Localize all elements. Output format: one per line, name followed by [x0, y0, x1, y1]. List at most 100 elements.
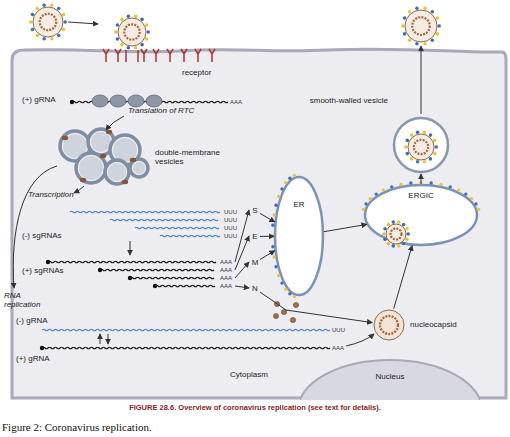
- spike-protein: [431, 38, 435, 42]
- ribosome: [128, 95, 144, 107]
- membrane-protein: [271, 224, 274, 227]
- flow-connector: [260, 213, 275, 222]
- spike-protein: [127, 14, 131, 18]
- spike-protein: [116, 23, 120, 27]
- membrane-protein: [284, 181, 287, 184]
- flow-arrow: [235, 210, 249, 262]
- spike-protein: [433, 139, 437, 143]
- node-label: nucleocapsid: [410, 320, 457, 329]
- poly-u-tail: UUU: [224, 233, 237, 240]
- spike-protein: [408, 10, 412, 14]
- flow-arrow: [106, 116, 124, 130]
- process-label: Translation of RTC: [128, 106, 194, 115]
- cap-dot: [98, 268, 102, 272]
- spike-protein: [406, 139, 410, 143]
- receptor-symbol: [167, 49, 173, 62]
- spike-protein: [35, 7, 39, 11]
- spike-protein: [42, 37, 46, 41]
- rtc-complex: [130, 158, 136, 162]
- flow-arrow: [421, 46, 422, 114]
- spike-protein: [431, 10, 435, 14]
- membrane-protein: [374, 192, 377, 195]
- poly-u-tail: UUU: [224, 209, 237, 216]
- negative-sgrna: [70, 211, 220, 213]
- spike-protein: [397, 220, 401, 224]
- polya-tail: AAA: [220, 267, 232, 274]
- flow-connector: [394, 246, 412, 309]
- membrane-protein: [277, 274, 280, 277]
- vesicle-membrane: [394, 118, 448, 172]
- nucleocapsid-body: [374, 310, 404, 340]
- rtc-complex: [62, 136, 68, 140]
- membrane-protein: [399, 183, 402, 186]
- spike-protein: [114, 30, 118, 34]
- spike-protein: [423, 42, 427, 46]
- membrane-protein: [284, 288, 287, 291]
- virion-envelope: [408, 134, 434, 160]
- spike-protein: [50, 37, 54, 41]
- spike-protein: [63, 20, 67, 24]
- spike-protein: [433, 152, 437, 156]
- receptor-symbol: [115, 49, 121, 62]
- flow-connector: [260, 292, 372, 323]
- receptor-symbol: [153, 49, 159, 62]
- spike-protein: [35, 34, 39, 38]
- er-organelle: ER: [274, 176, 324, 296]
- poly-u-tail: UUU: [332, 327, 345, 334]
- membrane-protein: [409, 181, 412, 184]
- figure-caption: Figure 2: Coronavirus replication.: [2, 421, 152, 434]
- cap-dot: [70, 100, 74, 104]
- flow-arrow: [108, 334, 109, 344]
- spike-protein: [62, 28, 66, 32]
- figure-caption: FIGURE 28.6. Overview of coronavirus rep…: [0, 403, 510, 412]
- node-label: Nucleus: [300, 372, 480, 381]
- spike-protein: [415, 6, 419, 10]
- spike-protein: [401, 24, 405, 28]
- ribosome: [110, 95, 126, 107]
- spike-protein: [57, 7, 61, 11]
- rna-label: (+) sgRNAs: [22, 266, 64, 275]
- spike-protein: [134, 14, 138, 18]
- negative-sgrna: [135, 227, 219, 229]
- n-protein-particle: [293, 302, 298, 307]
- membrane-protein: [293, 174, 296, 177]
- spike-protein: [423, 130, 427, 134]
- polya-tail: AAA: [230, 99, 242, 106]
- membrane-protein: [474, 202, 477, 205]
- spike-protein: [57, 34, 61, 38]
- flow-arrow: [346, 334, 374, 346]
- virion-envelope: [118, 18, 146, 46]
- spike-protein: [415, 42, 419, 46]
- ergic-organelle: ERGIC: [364, 184, 478, 246]
- flow-connector: [324, 224, 367, 231]
- membrane-protein: [274, 204, 277, 207]
- secretory-vesicle: smooth-walled vesicle: [392, 116, 450, 174]
- spike-protein: [134, 46, 138, 50]
- nucleus: Nucleus: [300, 356, 480, 400]
- spike-protein: [31, 13, 35, 17]
- spike-protein: [403, 16, 407, 20]
- spike-protein: [391, 244, 395, 248]
- cap-dot: [46, 260, 50, 264]
- spike-protein: [405, 227, 409, 231]
- flow-connector: [421, 174, 422, 184]
- n-protein-particle: [274, 301, 279, 306]
- membrane-protein: [470, 197, 473, 200]
- process-label: RNA replication: [4, 291, 50, 309]
- rna-label: (-) sgRNAs: [22, 231, 62, 240]
- receptor-symbol: [126, 50, 138, 62]
- virion-genome: [414, 140, 428, 154]
- spike-protein: [436, 32, 440, 36]
- nucleus-envelope: [300, 360, 480, 400]
- negative-genomic-rna: [42, 329, 330, 331]
- receptor-symbol: [195, 49, 201, 62]
- spike-protein: [31, 28, 35, 32]
- membrane-protein: [271, 234, 274, 237]
- flow-connector: [260, 236, 274, 237]
- spike-protein: [383, 237, 387, 241]
- spike-protein: [404, 145, 408, 149]
- negative-sgrna: [110, 219, 218, 221]
